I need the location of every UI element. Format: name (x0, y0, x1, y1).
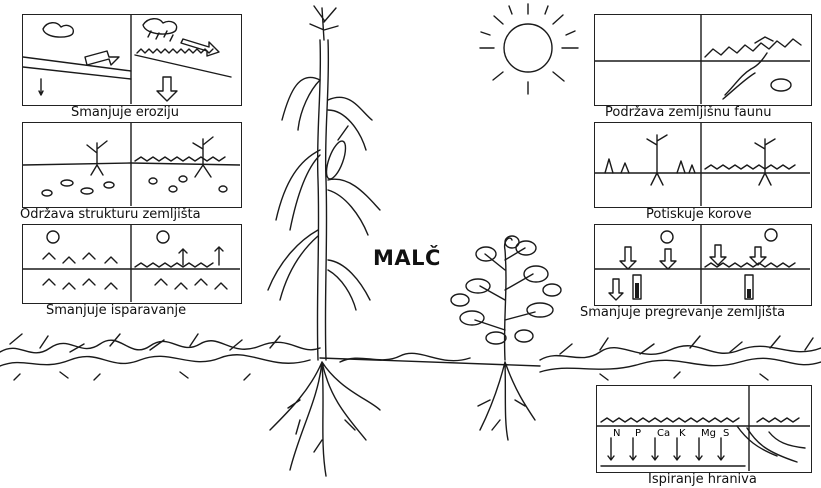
panel-erosion (22, 14, 242, 106)
nutrient-p: P (635, 428, 641, 439)
nutrient-mg: Mg (701, 428, 716, 439)
nutrient-ca: Ca (657, 428, 670, 439)
panel-leaching: N P Ca K Mg S (596, 385, 812, 473)
panel-evaporation (22, 224, 242, 304)
nutrient-leaching-icon: N P Ca K Mg S (597, 386, 810, 471)
soil-fauna-icon (595, 15, 810, 104)
sun-icon (480, 4, 578, 94)
corn-plant-icon (268, 6, 380, 360)
bean-roots-icon (478, 362, 535, 440)
nutrient-s: S (723, 428, 729, 439)
bean-plant-icon (451, 236, 561, 360)
diagram-title: MALČ (373, 246, 441, 270)
caption-overheating: Smanjuje pregrevanje zemljišta (580, 306, 785, 320)
panel-weeds (594, 122, 812, 208)
caption-evaporation: Smanjuje isparavanje (46, 304, 186, 318)
caption-fauna: Podržava zemljišnu faunu (605, 106, 771, 120)
soil-temperature-icon (595, 225, 810, 304)
nutrient-k: K (679, 428, 686, 439)
mulch-layer (0, 334, 821, 380)
soil-structure-icon (23, 123, 240, 206)
evaporation-icon (23, 225, 240, 302)
corn-roots-icon (270, 362, 380, 476)
caption-weeds: Potiskuje korove (646, 208, 752, 222)
panel-structure (22, 122, 242, 208)
panel-overheating (594, 224, 812, 306)
caption-leaching: Ispiranje hraniva (648, 473, 757, 487)
caption-erosion: Smanjuje eroziju (71, 106, 179, 120)
weeds-icon (595, 123, 810, 206)
nutrient-n: N (613, 428, 620, 439)
panel-fauna (594, 14, 812, 106)
caption-structure: Održava strukturu zemljišta (20, 208, 201, 222)
erosion-icon (23, 15, 240, 104)
